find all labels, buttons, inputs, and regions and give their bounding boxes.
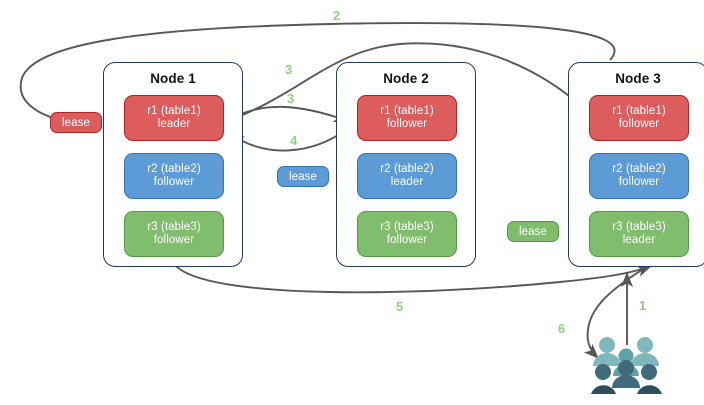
replica-label: r2 (table2) leader (380, 162, 434, 189)
replica-label: r1 (table1) leader (147, 104, 201, 131)
lease-badge-red[interactable]: lease (50, 112, 102, 133)
step-label-2: 2 (333, 8, 341, 23)
arrow-step-5 (175, 265, 653, 294)
replica-label: r2 (table2) follower (147, 162, 201, 189)
node-card-1: Node 1 r1 (table1) leader r2 (table2) fo… (103, 62, 243, 267)
node-card-3: Node 3 r1 (table1) follower r2 (table2) … (568, 62, 704, 267)
replica-r3[interactable]: r3 (table3) follower (357, 211, 457, 257)
users-icon (590, 334, 662, 396)
node-title: Node 2 (383, 71, 429, 86)
step-label-6: 6 (558, 321, 566, 336)
step-label-3-upper: 3 (285, 62, 293, 77)
node-title: Node 3 (615, 71, 661, 86)
replica-r2[interactable]: r2 (table2) follower (124, 153, 224, 199)
lease-badge-green[interactable]: lease (507, 221, 559, 242)
replica-label: r1 (table1) follower (612, 104, 666, 131)
step-label-5: 5 (396, 299, 404, 314)
step-label-4: 4 (290, 133, 298, 148)
replica-label: r3 (table3) follower (380, 220, 434, 247)
step-label-3-lower: 3 (287, 91, 295, 106)
replica-r3[interactable]: r3 (table3) leader (589, 211, 689, 257)
node-title: Node 1 (150, 71, 196, 86)
replica-r2[interactable]: r2 (table2) follower (589, 153, 689, 199)
replica-label: r1 (table1) follower (380, 104, 434, 131)
replica-r2[interactable]: r2 (table2) leader (357, 153, 457, 199)
lease-badge-blue[interactable]: lease (277, 166, 329, 187)
step-label-1: 1 (639, 298, 647, 313)
replica-r1[interactable]: r1 (table1) follower (357, 95, 457, 141)
replica-label: r3 (table3) follower (147, 220, 201, 247)
node-card-2: Node 2 r1 (table1) follower r2 (table2) … (336, 62, 476, 267)
replica-r3[interactable]: r3 (table3) follower (124, 211, 224, 257)
replica-r1[interactable]: r1 (table1) leader (124, 95, 224, 141)
replica-label: r2 (table2) follower (612, 162, 666, 189)
replica-r1[interactable]: r1 (table1) follower (589, 95, 689, 141)
replica-label: r3 (table3) leader (612, 220, 666, 247)
